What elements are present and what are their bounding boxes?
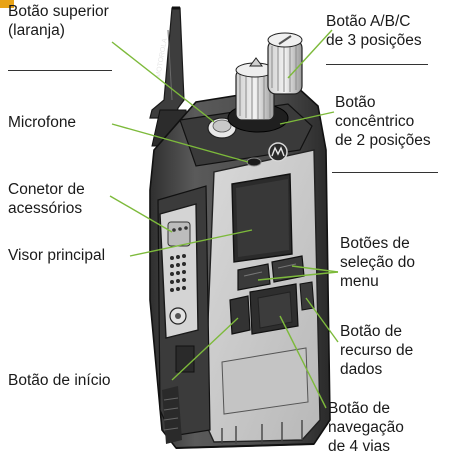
nav-and-data-buttons <box>249 281 315 335</box>
leader-microphone <box>111 123 249 163</box>
leader-menu-2 <box>291 265 339 273</box>
top-orange-button <box>207 117 237 139</box>
label-nav-button: Botão de navegação de 4 vias <box>328 400 404 455</box>
label-main-display: Visor principal <box>8 247 106 264</box>
leader-top-button <box>111 41 215 123</box>
label-menu-select-buttons: Botões de seleção do menu <box>340 235 415 290</box>
label-home-button: Botão de início <box>8 372 111 389</box>
leader-concentric-switch <box>279 111 335 125</box>
leader-abc-switch <box>287 29 333 79</box>
main-display <box>231 173 293 263</box>
concentric-knob <box>227 57 289 133</box>
label-microphone: Microfone <box>8 114 77 131</box>
lower-panel <box>162 345 315 449</box>
orange-tab-icon <box>0 0 14 8</box>
label-data-feature-button: Botão de recurso de dados <box>340 323 414 378</box>
microphone-hole <box>246 157 262 167</box>
label-concentric-switch: Botão concêntrico de 2 posições <box>335 94 431 149</box>
leader-accessory-connector <box>109 195 173 233</box>
accessory-connector <box>159 203 199 339</box>
leader-lines <box>109 29 339 409</box>
leader-nav <box>279 315 327 409</box>
blank-line-concentric-switch <box>332 172 438 173</box>
abc-switch-knob <box>267 32 303 95</box>
blank-line-top-button <box>8 70 112 71</box>
leader-data-feature <box>305 297 339 343</box>
label-accessory-connector: Conetor de acessórios <box>8 181 85 217</box>
leader-menu-1 <box>257 271 339 281</box>
leader-main-display <box>129 229 253 257</box>
motorola-logo-icon <box>268 142 288 162</box>
label-abc-switch: Botão A/B/C de 3 posições <box>326 13 422 49</box>
home-button <box>229 295 251 335</box>
blank-line-abc-switch <box>326 64 428 65</box>
label-top-button: Botão superior (laranja) <box>8 3 109 39</box>
leader-home-button <box>171 317 239 381</box>
